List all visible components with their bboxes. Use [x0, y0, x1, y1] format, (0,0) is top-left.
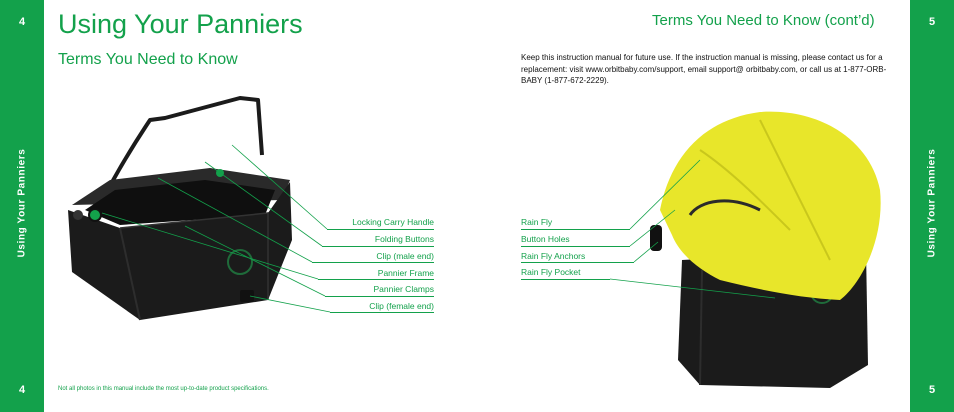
section-heading-terms: Terms You Need to Know [58, 51, 238, 68]
label-rain-fly: Rain Fly [521, 217, 553, 227]
label-rain-fly-anchors: Rain Fly Anchors [521, 251, 586, 261]
label-underline [521, 279, 610, 280]
label-locking-carry-handle: Locking Carry Handle [352, 217, 434, 227]
label-underline [318, 279, 434, 280]
label-underline [322, 246, 434, 247]
label-pannier-clamps: Pannier Clamps [373, 284, 434, 294]
label-rain-fly-pocket: Rain Fly Pocket [521, 267, 581, 277]
label-clip-male-end: Clip (male end) [376, 251, 434, 261]
label-pannier-frame: Pannier Frame [377, 268, 434, 278]
label-clip-female-end: Clip (female end) [369, 301, 434, 311]
page-number-top-left: 4 [18, 16, 26, 28]
section-heading-terms-contd: Terms You Need to Know (cont’d) [652, 12, 875, 29]
label-underline [327, 229, 434, 230]
intro-paragraph: Keep this instruction manual for future … [521, 53, 887, 85]
label-underline [330, 312, 434, 313]
label-underline [325, 296, 434, 297]
right-leader-lines [609, 159, 776, 299]
label-underline [521, 229, 630, 230]
page-number-bottom-left: 4 [18, 384, 26, 396]
label-folding-buttons: Folding Buttons [374, 234, 434, 244]
page-number-bottom-right: 5 [928, 384, 936, 396]
label-underline [521, 262, 634, 263]
rain-fly-photo [650, 111, 881, 388]
label-underline [312, 262, 434, 263]
page-title: Using Your Panniers [58, 9, 303, 39]
label-underline [521, 246, 630, 247]
page-number-top-right: 5 [928, 16, 936, 28]
label-button-holes: Button Holes [521, 234, 570, 244]
footnote: Not all photos in this manual include th… [58, 386, 269, 392]
right-side-band: 5 Using Your Panniers 5 [910, 0, 954, 412]
left-leader-lines [101, 144, 331, 313]
left-side-band: 4 Using Your Panniers 4 [0, 0, 44, 412]
pannier-photo [68, 96, 292, 321]
